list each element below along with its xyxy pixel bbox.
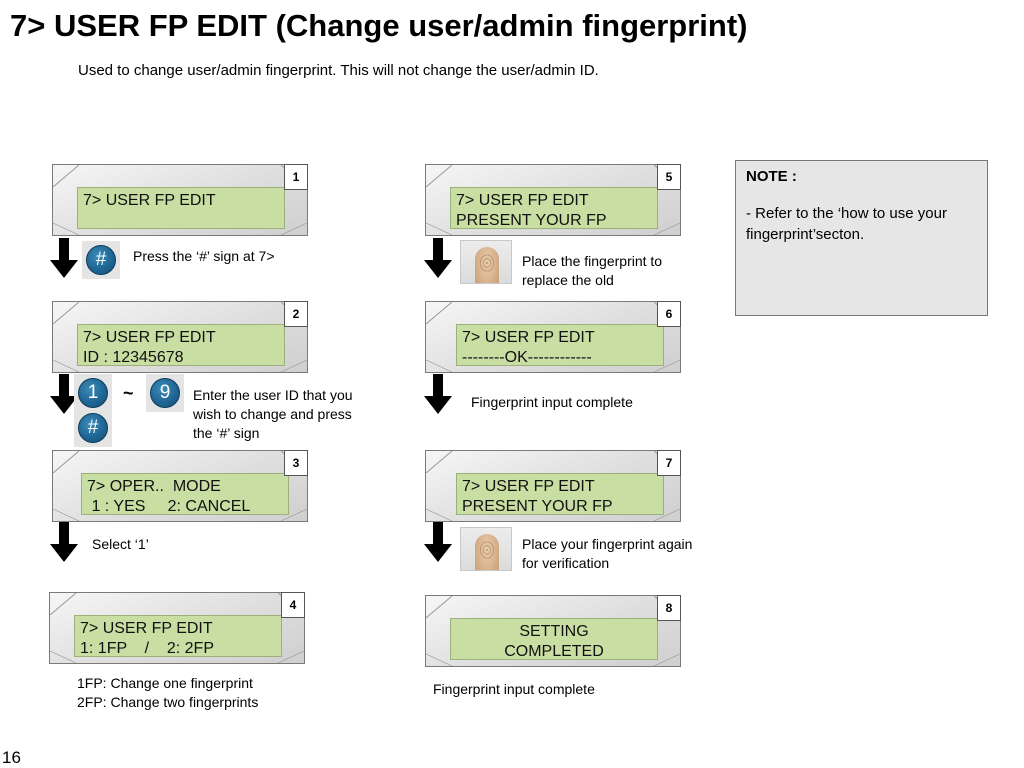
number-key-icon: 1 bbox=[74, 374, 112, 412]
step-number-badge: 4 bbox=[281, 592, 305, 618]
caption-press-hash: Press the ‘#’ sign at 7> bbox=[133, 248, 275, 264]
caption-fp-complete-6: Fingerprint input complete bbox=[471, 394, 633, 410]
page-subtitle: Used to change user/admin fingerprint. T… bbox=[78, 62, 599, 79]
lcd-device-step-2: 7> USER FP EDIT ID : 12345678 2 bbox=[52, 301, 308, 373]
lcd-device-step-6: 7> USER FP EDIT --------OK------------ 6 bbox=[425, 301, 681, 373]
down-arrow-icon bbox=[50, 238, 78, 280]
caption-fp-complete-8: Fingerprint input complete bbox=[433, 681, 595, 697]
lcd-device-step-3: 7> OPER.. MODE 1 : YES 2: CANCEL 3 bbox=[52, 450, 308, 522]
fingerprint-photo bbox=[460, 240, 512, 284]
lcd-screen: 7> OPER.. MODE 1 : YES 2: CANCEL bbox=[81, 473, 289, 515]
lcd-device-step-4: 7> USER FP EDIT 1: 1FP / 2: 2FP 4 bbox=[49, 592, 305, 664]
step-number-badge: 3 bbox=[284, 450, 308, 476]
lcd-screen: 7> USER FP EDIT bbox=[77, 187, 285, 229]
step-number-badge: 5 bbox=[657, 164, 681, 190]
lcd-screen: SETTING COMPLETED bbox=[450, 618, 658, 660]
step-number-badge: 1 bbox=[284, 164, 308, 190]
page-number: 16 bbox=[2, 748, 21, 767]
note-text: - Refer to the ‘how to use your fingerpr… bbox=[746, 205, 947, 243]
lcd-screen: 7> USER FP EDIT PRESENT YOUR FP bbox=[450, 187, 658, 229]
fingerprint-photo bbox=[460, 527, 512, 571]
page-title: 7> USER FP EDIT (Change user/admin finge… bbox=[10, 8, 748, 43]
down-arrow-icon bbox=[424, 238, 452, 280]
hash-key-icon: # bbox=[74, 409, 112, 447]
hash-key-icon: # bbox=[82, 241, 120, 279]
caption-place-again: Place your fingerprint again for verific… bbox=[522, 536, 693, 571]
step-number-badge: 7 bbox=[657, 450, 681, 476]
lcd-screen: 7> USER FP EDIT PRESENT YOUR FP bbox=[456, 473, 664, 515]
lcd-device-step-1: 7> USER FP EDIT 1 bbox=[52, 164, 308, 236]
lcd-device-step-8: SETTING COMPLETED 8 bbox=[425, 595, 681, 667]
down-arrow-icon bbox=[50, 374, 78, 416]
tilde-symbol: ~ bbox=[123, 383, 134, 403]
lcd-screen: 7> USER FP EDIT ID : 12345678 bbox=[77, 324, 285, 366]
lcd-screen: 7> USER FP EDIT 1: 1FP / 2: 2FP bbox=[74, 615, 282, 657]
lcd-device-step-7: 7> USER FP EDIT PRESENT YOUR FP 7 bbox=[425, 450, 681, 522]
step-number-badge: 8 bbox=[657, 595, 681, 621]
lcd-device-step-5: 7> USER FP EDIT PRESENT YOUR FP 5 bbox=[425, 164, 681, 236]
lcd-screen: 7> USER FP EDIT --------OK------------ bbox=[456, 324, 664, 366]
step-number-badge: 2 bbox=[284, 301, 308, 327]
down-arrow-icon bbox=[424, 374, 452, 416]
down-arrow-icon bbox=[424, 522, 452, 564]
caption-enter-id: Enter the user ID that you wish to chang… bbox=[193, 387, 353, 441]
down-arrow-icon bbox=[50, 522, 78, 564]
step-number-badge: 6 bbox=[657, 301, 681, 327]
caption-select-1: Select ‘1’ bbox=[92, 536, 149, 552]
number-key-icon: 9 bbox=[146, 374, 184, 412]
note-box: NOTE : - Refer to the ‘how to use your f… bbox=[735, 160, 988, 316]
note-title: NOTE : bbox=[746, 168, 797, 185]
caption-place-fp: Place the fingerprint to replace the old bbox=[522, 253, 663, 288]
caption-fp-options: 1FP: Change one fingerprint 2FP: Change … bbox=[77, 675, 259, 710]
